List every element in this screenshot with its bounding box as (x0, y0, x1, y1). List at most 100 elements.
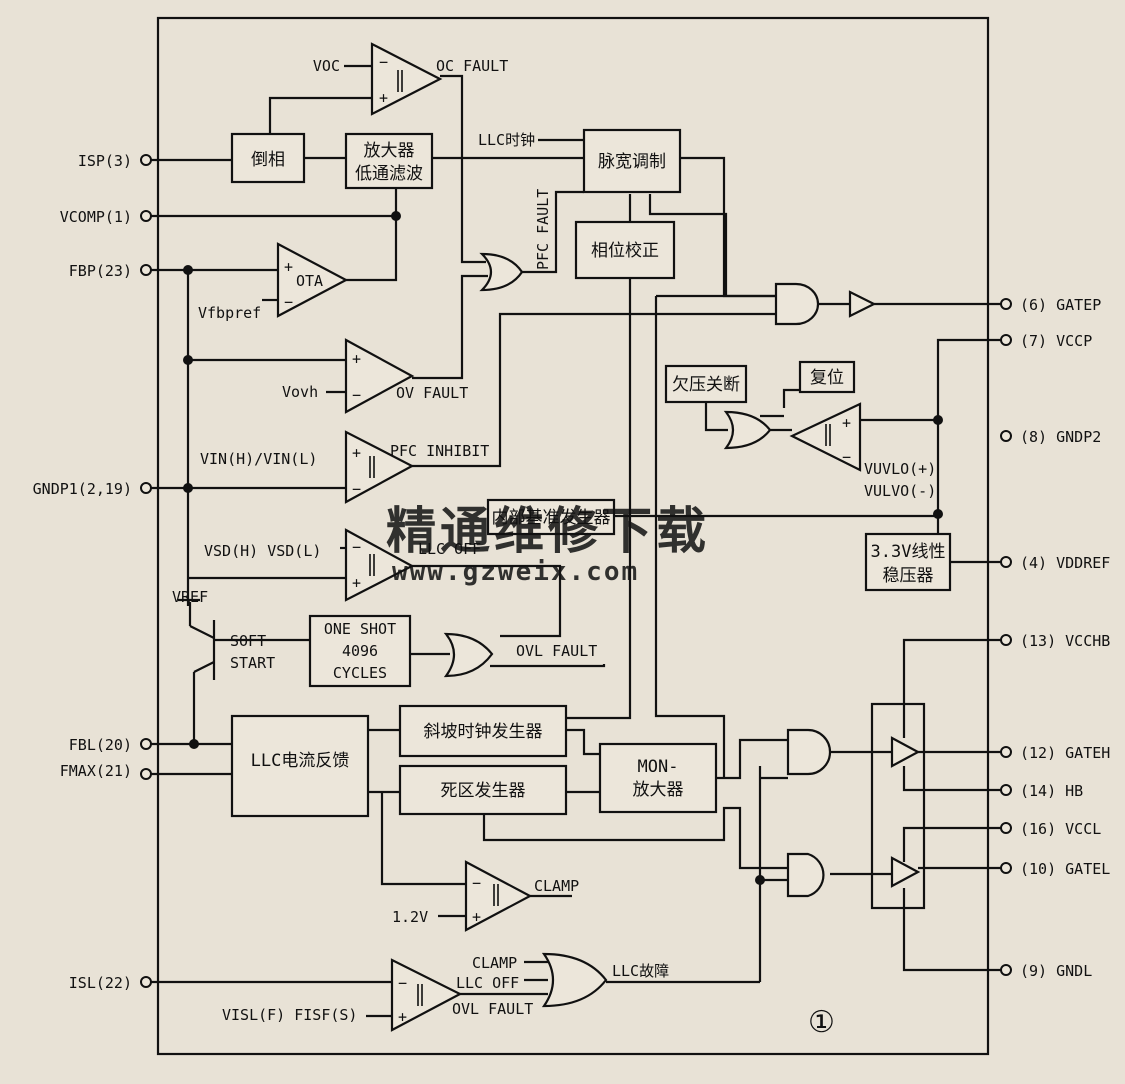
reset-block (798, 360, 856, 394)
llc-off-in-label: LLC OFF (456, 974, 519, 992)
llc-off-comparator: − + (344, 528, 415, 602)
ldo-label-1: 3.3V线性 (871, 542, 946, 562)
ovl-or-gate (443, 632, 494, 678)
visl-label: VISL(F) FISF(S) (222, 1006, 357, 1024)
undervoltage-off-label: 欠压关断 (672, 375, 740, 395)
pin-isp: ISP(3) (78, 152, 132, 170)
ldo-label-2: 稳压器 (883, 566, 934, 586)
one-shot-label-2: 4096 (342, 642, 378, 660)
pin-vcchb: (13) VCCHB (1020, 632, 1110, 650)
amp-filter-label-2: 低通滤波 (355, 164, 423, 184)
low-and-gate (786, 852, 825, 898)
wiring (150, 64, 1002, 1018)
svg-text:+: + (284, 258, 293, 276)
vsd-label: VSD(H) VSD(L) (204, 542, 321, 560)
svg-text:−: − (352, 480, 361, 498)
ov-comparator: + − (344, 338, 415, 414)
pin-hb: (14) HB (1020, 782, 1083, 800)
pin-vcomp: VCOMP(1) (60, 208, 132, 226)
vin-label: VIN(H)/VIN(L) (200, 450, 317, 468)
svg-text:+: + (398, 1008, 407, 1026)
clamp-comparator: − + (464, 860, 533, 932)
driver-frame (870, 702, 926, 910)
start-label: START (230, 654, 275, 672)
pin-gateh: (12) GATEH (1020, 744, 1110, 762)
clamp-label: CLAMP (534, 877, 579, 895)
pin-gndl: (9) GNDL (1020, 962, 1092, 980)
svg-text:+: + (472, 908, 481, 926)
low-driver (890, 856, 921, 888)
svg-text:+: + (379, 89, 388, 107)
pin-gndp2: (8) GNDP2 (1020, 428, 1101, 446)
v12-label: 1.2V (392, 908, 428, 926)
dead-time-label: 死区发生器 (441, 781, 526, 801)
pfc-fault-label: PFC FAULT (534, 189, 552, 270)
pfc-inhibit-label: PFC INHIBIT (390, 442, 489, 460)
uvlo-or-gate (723, 410, 772, 450)
svg-text:−: − (842, 448, 851, 466)
high-driver (890, 736, 921, 768)
pin-fbl: FBL(20) (69, 736, 132, 754)
pin-gatel: (10) GATEL (1020, 860, 1110, 878)
mon-amp-block (598, 742, 718, 814)
svg-text:+: + (352, 350, 361, 368)
ovl-fault-in-label: OVL FAULT (452, 1000, 533, 1018)
uvlo-comparator: + − (789, 402, 862, 472)
amp-filter-label-1: 放大器 (364, 141, 415, 161)
one-shot-label-1: ONE SHOT (324, 620, 396, 638)
left-pins (140, 154, 152, 988)
pin-gndp1: GNDP1(2,19) (33, 480, 132, 498)
ov-fault-label: OV FAULT (396, 384, 468, 402)
svg-text:−: − (472, 874, 481, 892)
watermark-line2: www.gzweix.com (392, 557, 639, 587)
ramp-clock-block (398, 704, 568, 758)
pwm-block (582, 128, 682, 194)
vfbpref-label: Vfbpref (198, 304, 261, 322)
svg-text:+: + (842, 414, 851, 432)
phase-correct-block (574, 220, 676, 280)
llc-clock-label: LLC时钟 (478, 131, 535, 149)
watermark-line1: 精通维修下载 (386, 502, 710, 560)
svg-text:+: + (352, 574, 361, 592)
voc-label: VOC (313, 57, 340, 75)
ovl-fault-label: OVL FAULT (516, 642, 597, 660)
ref-gen-label: 内部基准发生器 (492, 508, 611, 528)
pin-vccl: (16) VCCL (1020, 820, 1101, 838)
one-shot-block (308, 614, 412, 688)
ota-amplifier: + − OTA (276, 242, 349, 318)
oc-comparator: − + (370, 42, 443, 116)
undervoltage-off-block (664, 364, 748, 404)
llc-current-fb-block (230, 714, 370, 818)
pin-fmax: FMAX(21) (60, 762, 132, 780)
oc-fault-label: OC FAULT (436, 57, 508, 75)
pin-vccp: (7) VCCP (1020, 332, 1092, 350)
amp-filter-block (344, 132, 434, 190)
svg-text:−: − (398, 974, 407, 992)
soft-start-transistor (178, 598, 216, 680)
mon-amp-label-2: 放大器 (633, 780, 684, 800)
svg-text:+: + (352, 444, 361, 462)
pfc-inhibit-comparator: + − (344, 430, 415, 504)
ramp-clock-label: 斜坡时钟发生器 (424, 722, 543, 742)
pin-gatep: (6) GATEP (1020, 296, 1101, 314)
vuvlo-minus-label: VULVO(-) (864, 482, 936, 500)
pin-fbp: FBP(23) (69, 262, 132, 280)
invert-block (230, 132, 306, 184)
isl-comparator: − + (390, 958, 463, 1032)
soft-label: SOFT (230, 632, 266, 650)
one-shot-label-3: CYCLES (333, 664, 387, 682)
junction-dots (183, 211, 943, 885)
svg-text:−: − (352, 538, 361, 556)
llc-off-label: LLC OFF (418, 540, 481, 558)
pin-vddref: (4) VDDREF (1020, 554, 1110, 572)
right-pins (1000, 298, 1012, 976)
mon-amp-label-1: MON- (638, 757, 679, 777)
pin-isl: ISL(22) (69, 974, 132, 992)
llc-current-fb-label: LLC电流反馈 (251, 751, 350, 771)
ldo-block (864, 532, 952, 592)
llc-fault-label: LLC故障 (612, 962, 669, 980)
vovh-label: Vovh (282, 383, 318, 401)
svg-text:−: − (352, 386, 361, 404)
reset-label: 复位 (810, 368, 844, 388)
